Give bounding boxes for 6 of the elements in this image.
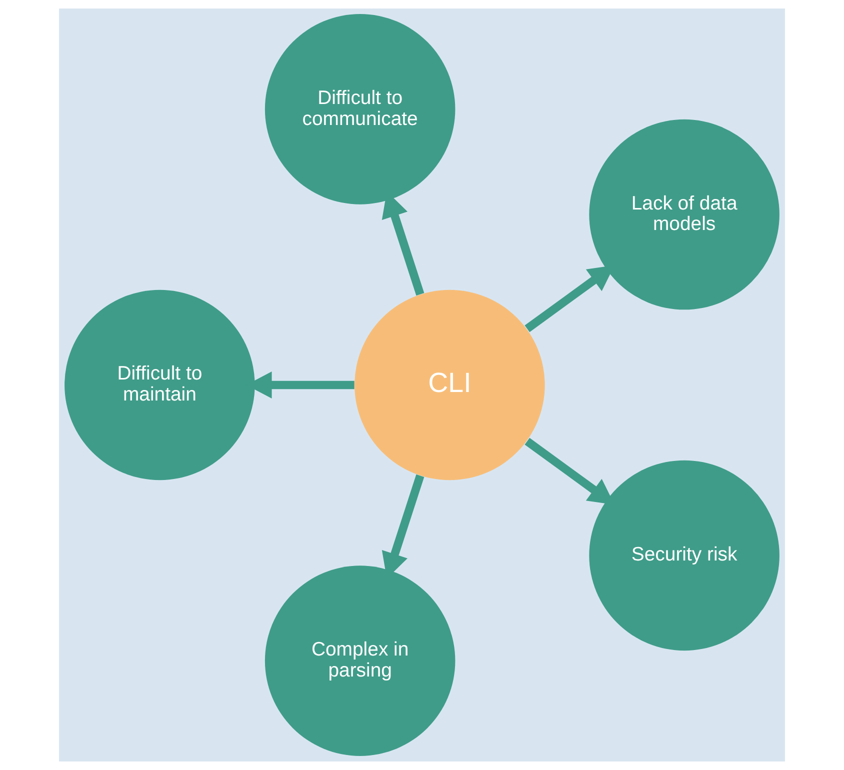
- node-circle: CLI: [354, 290, 545, 480]
- node-circle: Security risk: [589, 460, 780, 651]
- node-circle: Difficult to maintain: [64, 290, 255, 480]
- node-circle: Lack of data models: [589, 119, 780, 310]
- node-circle: Difficult to communicate: [264, 14, 456, 204]
- node-circle: Complex in parsing: [264, 566, 456, 756]
